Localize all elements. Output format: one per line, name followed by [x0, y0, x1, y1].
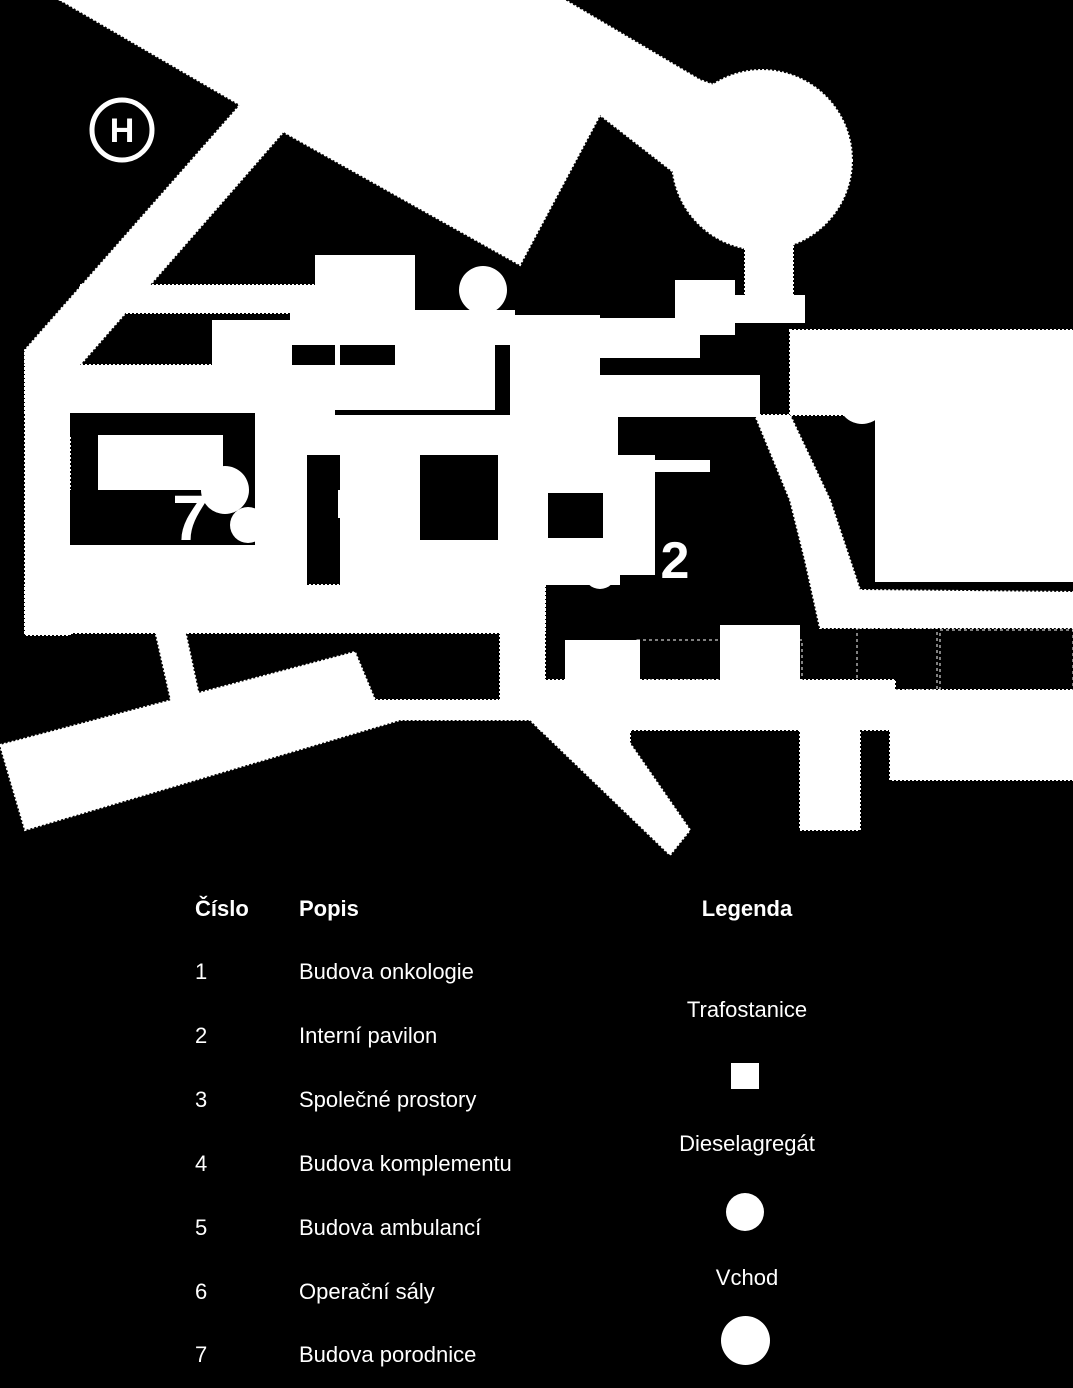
generator-marker: [230, 507, 266, 543]
road-main-left: [24, 364, 256, 414]
column-header-description: Popis: [299, 896, 359, 921]
courtyard-2: [308, 455, 338, 555]
generator-marker: [584, 557, 616, 589]
courtyard-1: [548, 493, 603, 538]
row-description: Budova ambulancí: [299, 1215, 482, 1240]
courtyard-3: [620, 420, 755, 455]
road-bottom-ring: [24, 584, 546, 634]
road-lower-middle: [499, 584, 546, 711]
row-description: Interní pavilon: [299, 1023, 438, 1048]
building-block-b: [212, 320, 292, 370]
row-number: 7: [195, 1342, 208, 1367]
helipad-letter: H: [110, 112, 135, 150]
building-east-side: [600, 455, 655, 575]
row-description: Budova komplementu: [299, 1151, 512, 1176]
row-description: Budova onkologie: [299, 959, 474, 984]
building-main-hall: [255, 415, 500, 455]
building-wing-left-upper: [98, 435, 223, 490]
row-description: Společné prostory: [299, 1087, 477, 1112]
road-right-horizontal: [789, 329, 1073, 371]
building-wing-left-lower: [70, 545, 255, 585]
road-bottom-right-vertical: [799, 719, 861, 831]
row-description: Operační sály: [299, 1279, 435, 1304]
planned-building-2: [856, 627, 938, 691]
building-gap-row: [655, 460, 710, 472]
building-block-i: [735, 295, 805, 323]
transformer-square-icon: [731, 1063, 759, 1089]
building-slab: [325, 490, 437, 518]
row-number: 5: [195, 1215, 208, 1240]
courtyard-7: [70, 413, 255, 435]
building-block-j: [530, 375, 760, 417]
planned-building-3: [939, 629, 1073, 693]
building-block-k: [875, 370, 1073, 582]
hospital-site-map: H 7 2: [0, 0, 1073, 857]
row-number: 4: [195, 1151, 208, 1176]
courtyard-4: [655, 472, 710, 572]
column-header-legend: Legenda: [701, 896, 793, 921]
helipad-icon: [89, 97, 155, 163]
courtyard-6: [340, 345, 395, 365]
entrance-marker: [838, 376, 886, 424]
roundabout: [671, 69, 853, 251]
entrance-marker: [201, 466, 249, 514]
building-southeast: [565, 640, 640, 700]
building-block-h: [675, 280, 735, 335]
map-building-number: 7: [172, 482, 208, 554]
generator-marker: [62, 550, 98, 586]
row-number: 6: [195, 1279, 208, 1304]
map-building-number: 2: [661, 532, 690, 590]
column-header-number: Číslo: [195, 896, 249, 921]
row-number: 2: [195, 1023, 208, 1048]
road-curved-right: [753, 414, 1073, 629]
generator-marker: [396, 323, 440, 367]
row-number: 1: [195, 959, 208, 984]
legend-label-transformer: Trafostanice: [686, 997, 808, 1022]
legend-label-generator: Dieselagregát: [679, 1131, 815, 1156]
helipad: H: [89, 97, 155, 163]
entrance-marker: [459, 266, 507, 314]
building-block-a: [315, 255, 415, 310]
row-description: Budova porodnice: [299, 1342, 477, 1367]
building-center-col: [340, 455, 420, 585]
road-bottom-right-block: [889, 689, 1073, 781]
courtyard-5: [420, 455, 498, 540]
row-number: 3: [195, 1087, 208, 1112]
building-block-e: [255, 365, 335, 420]
legend-label-entrance: Vchod: [715, 1265, 779, 1290]
generator-circle-icon: [726, 1193, 764, 1231]
road-lower-right-connector: [599, 724, 631, 781]
road-bottom-connector: [153, 629, 202, 707]
building-southeast-2: [720, 625, 800, 680]
entrance-circle-icon: [721, 1316, 770, 1365]
